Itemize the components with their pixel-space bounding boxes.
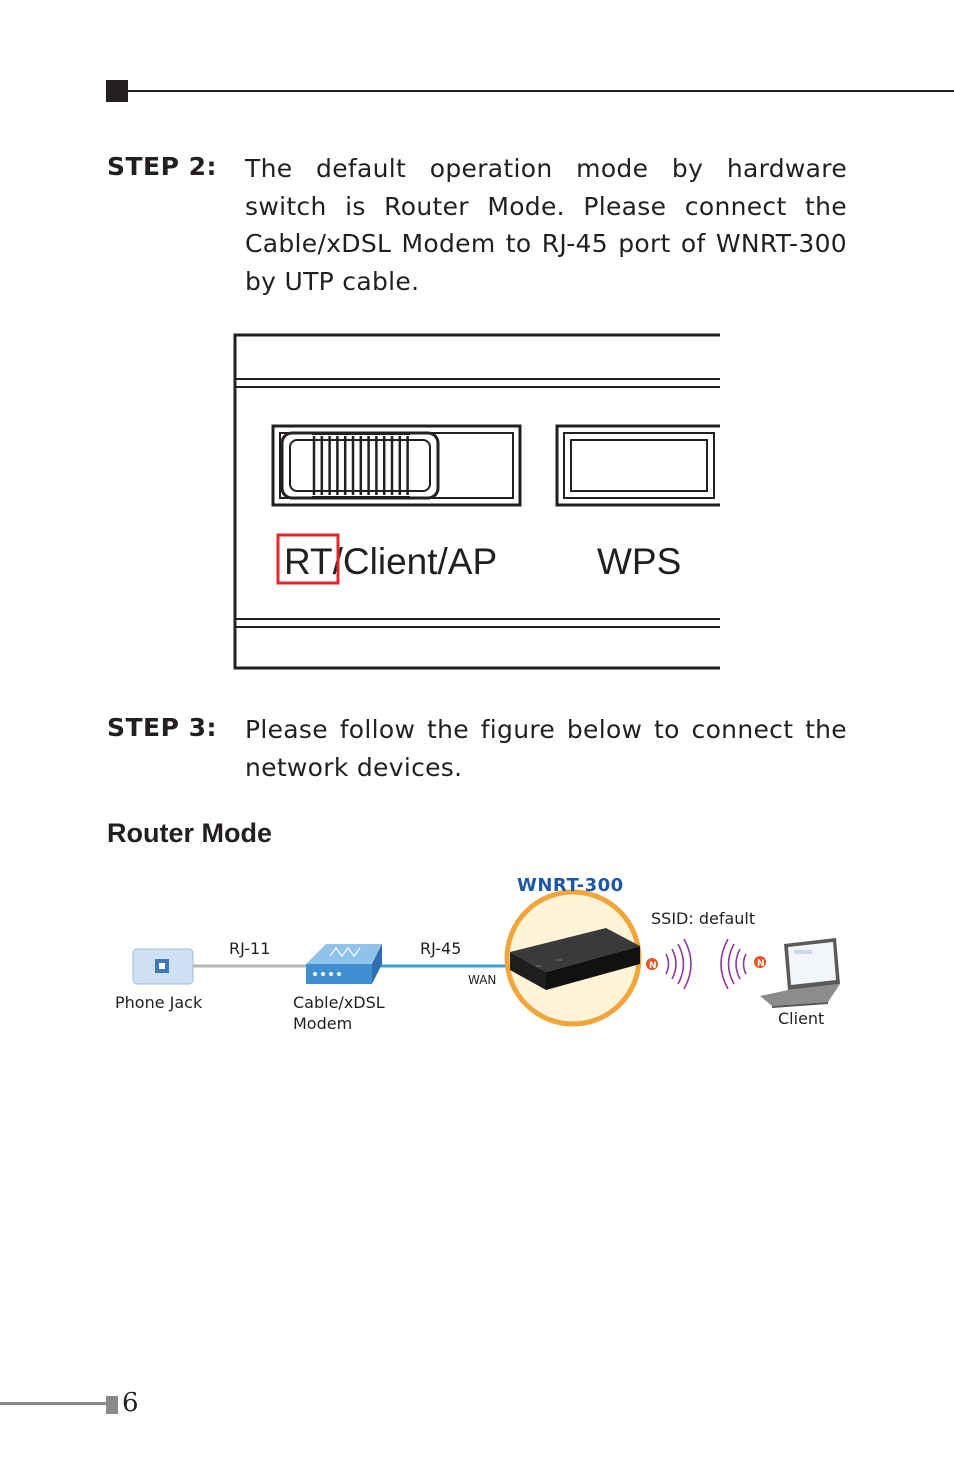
modem-label-line1: Cable/xDSL — [293, 993, 385, 1012]
wifi-wave-icon — [665, 938, 747, 990]
footer-rule — [0, 1402, 108, 1405]
step-3-label: STEP 3: — [107, 713, 218, 742]
header-rule — [128, 90, 954, 92]
phone-jack-icon — [132, 948, 194, 985]
rj11-label: RJ-11 — [229, 939, 271, 958]
step-2-label: STEP 2: — [107, 152, 218, 181]
diagram-graphics: N N — [132, 889, 840, 1027]
mode-switch — [271, 424, 522, 507]
wps-button — [555, 424, 720, 507]
modem-icon — [306, 944, 382, 984]
header-square — [106, 80, 128, 102]
section-title: Router Mode — [107, 818, 272, 848]
device-name-label: WNRT-300 — [517, 875, 624, 896]
svg-text:N: N — [757, 959, 765, 969]
footer-square — [106, 1396, 118, 1414]
wan-label: WAN — [468, 973, 497, 987]
client-label: Client — [778, 1009, 825, 1028]
router-icon — [510, 928, 640, 990]
step-2-text: The default operation mode by hardware s… — [245, 154, 847, 296]
phone-jack-label: Phone Jack — [115, 993, 203, 1012]
svg-text:N: N — [649, 961, 657, 971]
rj45-label: RJ-45 — [420, 939, 462, 958]
page-number: 6 — [122, 1388, 139, 1418]
wps-label: WPS — [597, 541, 681, 582]
mode-switch-label: RT/Client/AP — [284, 541, 497, 582]
modem-label-line2: Modem — [293, 1014, 353, 1033]
router-wireless-badge: N — [646, 958, 658, 971]
laptop-icon — [760, 938, 840, 1008]
rt-highlight-box — [276, 533, 340, 585]
ssid-label: SSID: default — [651, 909, 756, 928]
client-wireless-badge: N — [754, 956, 766, 969]
step-3-text: Please follow the figure below to connec… — [245, 715, 847, 782]
switch-panel-illustration: RT/Client/AP WPS — [233, 333, 720, 670]
